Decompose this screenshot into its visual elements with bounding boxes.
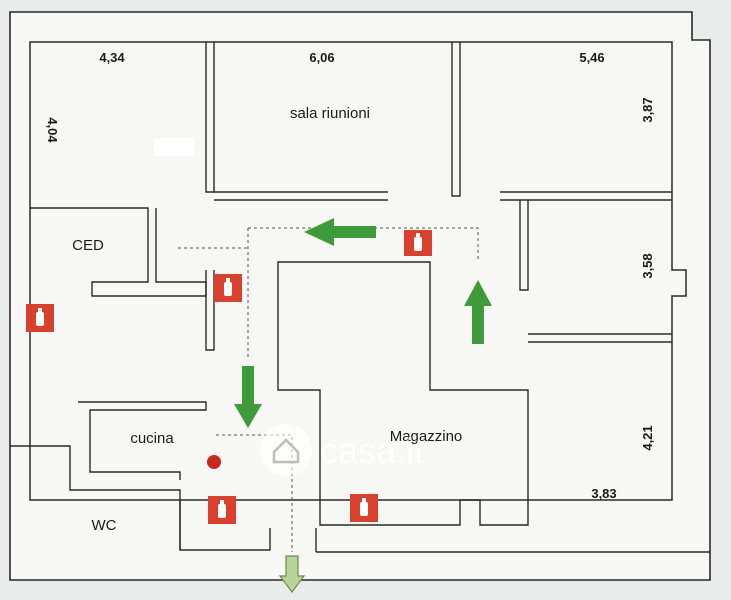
dimension-label: 6,06 xyxy=(309,50,334,65)
fire-alarm-icon xyxy=(207,455,221,469)
wall-cucina xyxy=(78,401,207,480)
dimension-label: 4,21 xyxy=(640,425,655,450)
wall-magazzino xyxy=(277,261,529,526)
dimension-label: 3,58 xyxy=(640,253,655,278)
dimension-label: 3,87 xyxy=(640,97,655,122)
watermark-logo: casa.it xyxy=(260,424,424,476)
blank-label xyxy=(154,138,194,156)
room-label-ced: CED xyxy=(72,237,104,254)
fire-extinguisher-icon xyxy=(208,496,236,524)
room-label-cucina: cucina xyxy=(130,430,174,447)
wall-bottom-right xyxy=(315,528,710,553)
wall-ced-right xyxy=(205,270,215,351)
fire-extinguisher-icon xyxy=(214,274,242,302)
evacuation-arrow-icon xyxy=(464,280,492,344)
interior-floor xyxy=(29,41,687,501)
fire-extinguisher-icon xyxy=(350,494,378,522)
fire-extinguisher-icon xyxy=(26,304,54,332)
dimension-label: 5,46 xyxy=(579,50,604,65)
emergency-exit-icon xyxy=(278,555,306,593)
wall-sala-left xyxy=(205,42,215,193)
wall-wc-top xyxy=(10,445,271,551)
evacuation-arrow-icon xyxy=(304,218,376,246)
room-label-sala-riunioni: sala riunioni xyxy=(290,105,370,122)
dimension-label: 4,04 xyxy=(45,117,60,143)
route-dash-cucina xyxy=(216,434,293,552)
wall-sala-right xyxy=(451,42,461,197)
watermark-text: casa.it xyxy=(320,430,424,471)
fire-extinguisher-icon xyxy=(404,230,432,256)
wall-right-room-bottom xyxy=(528,333,672,343)
route-dash-top xyxy=(248,227,479,262)
wall-ced-top xyxy=(30,207,207,297)
room-label-magazzino: Magazzino xyxy=(390,428,463,445)
dimension-label: 3,83 xyxy=(591,486,616,501)
dimension-label: 4,34 xyxy=(99,50,125,65)
wall-right-vertical xyxy=(519,200,529,291)
evacuation-arrow-icon xyxy=(234,366,262,428)
wall-sala-bottom xyxy=(214,191,388,201)
room-label-wc: WC xyxy=(92,517,117,534)
